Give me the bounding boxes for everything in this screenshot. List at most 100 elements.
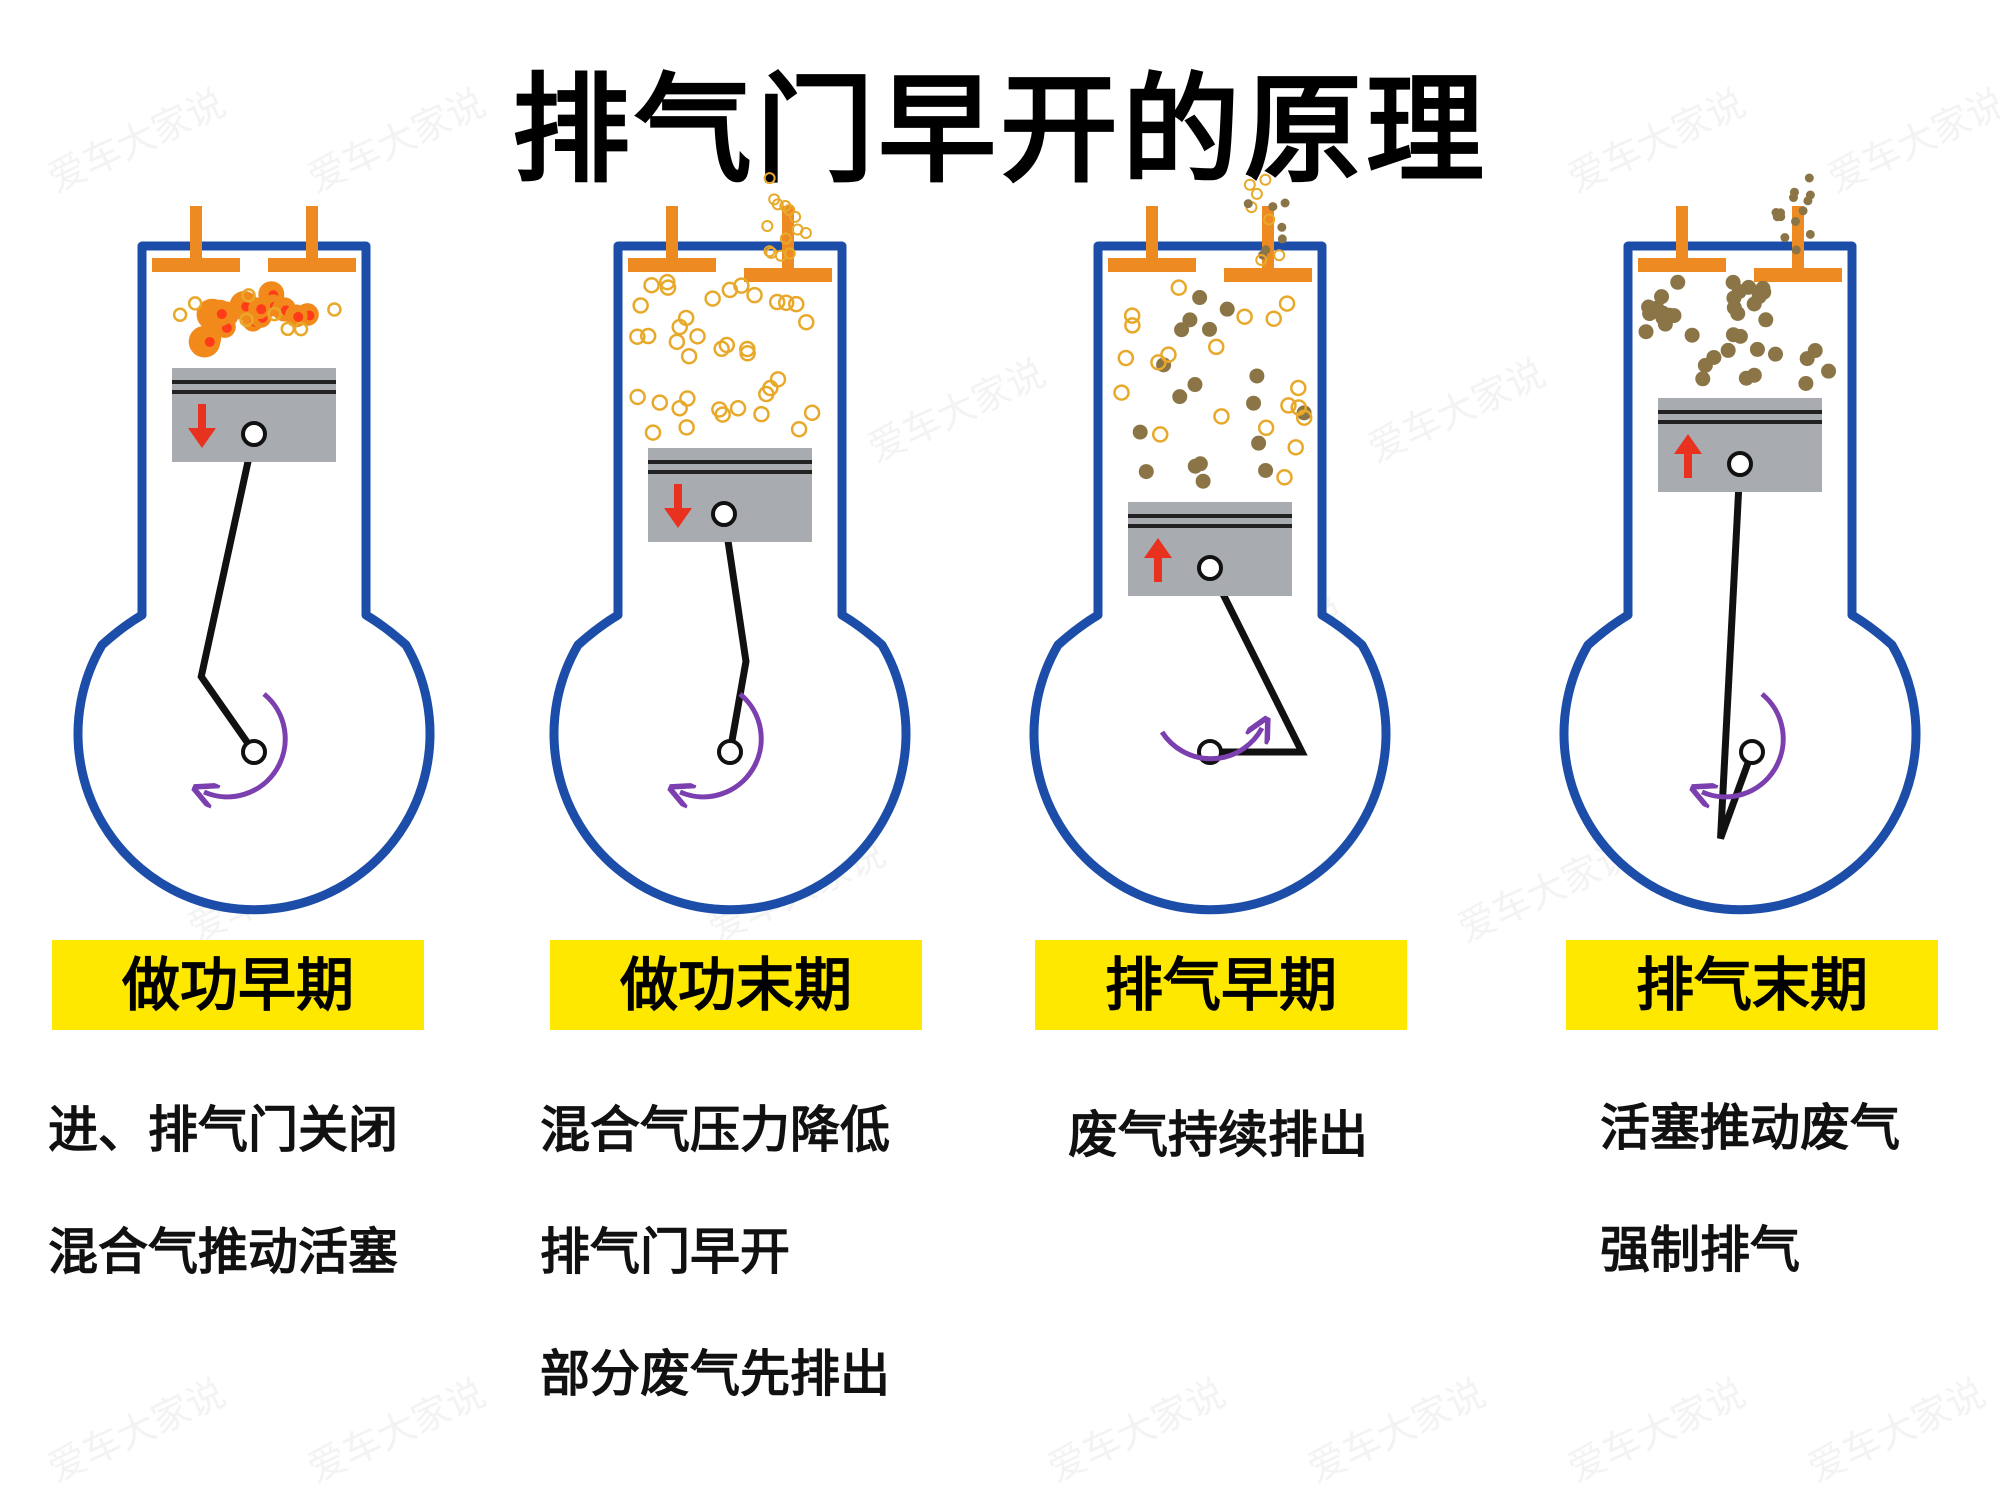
piston-ring [1658,420,1822,424]
gas-particle [1170,279,1188,296]
gas-particle [1174,322,1190,338]
crankshaft-center [1739,739,1765,765]
gas-particle [714,406,731,423]
exhaust-puff [768,193,781,206]
exhaust-puff [1803,196,1813,206]
gas-particle [1124,317,1141,334]
arrow-down-icon [188,404,216,448]
intake-valve-stem [666,206,678,258]
gas-particle [721,281,739,299]
stage-description-2-line-1: 混合气压力降低 [540,1101,890,1159]
gas-particle [1150,354,1167,371]
exhaust-puff [1250,187,1263,200]
cylinder-3 [1029,173,1407,1030]
gas-particle [1280,397,1297,414]
piston-ring [1128,514,1292,518]
gas-particle [643,276,660,294]
piston-pin [241,421,267,447]
exhaust-puff [1804,173,1814,183]
stage-label-background [1566,940,1938,1030]
exhaust-puff [1788,193,1798,203]
gas-particle [1738,370,1754,386]
gas-particle [1246,395,1262,411]
page-title: 排气门早开的原理 [511,61,1488,199]
exhaust-puff [783,203,796,216]
gas-particle [1276,469,1293,486]
intake-valve-stem [1146,206,1158,258]
gas-particle [1798,375,1814,391]
gas-particle [1219,301,1235,317]
gas-particle [668,333,686,351]
gas-particle [1290,399,1307,416]
gas-particle [1187,377,1203,393]
intake-valve-stem [1676,206,1688,258]
gas-particle [704,290,721,307]
exhaust-valve-head [1754,268,1842,282]
gas-particle [1160,346,1177,363]
stage-label-exhaust-early: 排气早期 [1104,951,1337,1019]
gas-particle [803,404,821,422]
cylinder-wall [73,241,435,915]
gas-particle [798,313,815,331]
exhaust-valve-stem [306,206,318,258]
gas-particle [762,379,779,397]
rotation-arrow [204,692,288,797]
gas-particle [1113,384,1130,401]
stage-description-3-line-1: 废气持续排出 [1068,1106,1368,1164]
exhaust-puff [1772,212,1782,222]
gas-particle [1768,346,1784,362]
gas-particle [777,294,795,312]
cylinder-wall [1559,241,1921,915]
exhaust-puff [1791,245,1801,255]
exhaust-puff [779,232,792,245]
gas-particle [1182,312,1198,328]
intake-valve-stem [190,206,202,258]
stage-label-exhaust-late: 排气末期 [1635,951,1868,1019]
gas-particle [790,420,808,438]
piston-pin [1727,451,1753,477]
exhaust-valve-head [744,268,832,282]
rotation-arrow [1702,692,1786,797]
gas-particle [639,327,657,345]
exhaust-puff [1277,234,1287,244]
gas-particle [1725,274,1741,290]
rotation-arrow [1159,728,1262,762]
gas-particle [1807,343,1823,359]
gas-particle [746,286,763,304]
connecting-rod [1717,463,1756,840]
exhaust-puff [789,210,802,223]
gas-particle [1726,300,1742,316]
exhaust-puff [1263,213,1276,226]
combustion-core [204,336,215,347]
stage-description-2-line-3: 部分废气先排出 [540,1345,890,1403]
connecting-rod [197,433,258,755]
stage-description-1-line-2: 混合气推动活塞 [48,1223,398,1281]
gas-particle [644,424,662,441]
gas-particle [1684,327,1700,343]
exhaust-puff [783,247,796,260]
cylinder-2 [549,172,922,1030]
gas-particle [1287,439,1304,456]
gas-particle [1249,368,1265,384]
gas-particle [629,328,646,345]
gas-particle [1257,419,1275,437]
gas-particle [1123,307,1141,324]
stage-description-4-line-2: 强制排气 [1600,1221,1800,1279]
piston-pin [711,501,737,527]
gas-particle [1213,408,1230,425]
gas-particle [1670,274,1686,290]
exhaust-puff [1273,249,1286,262]
gas-particle [1192,290,1208,306]
gas-particle [671,399,688,417]
gas-particle [1725,327,1741,343]
gas-particle [768,293,786,311]
gas-particle [1695,371,1711,387]
exhaust-puff [1277,222,1287,232]
piston-ring [1658,410,1822,414]
gas-particle [1195,473,1211,489]
crankshaft-center [717,739,743,765]
gas-particle [632,297,649,314]
gas-particle [1758,312,1774,328]
stage-label-power-late: 做功末期 [619,951,852,1019]
gas-particle [1749,341,1765,357]
